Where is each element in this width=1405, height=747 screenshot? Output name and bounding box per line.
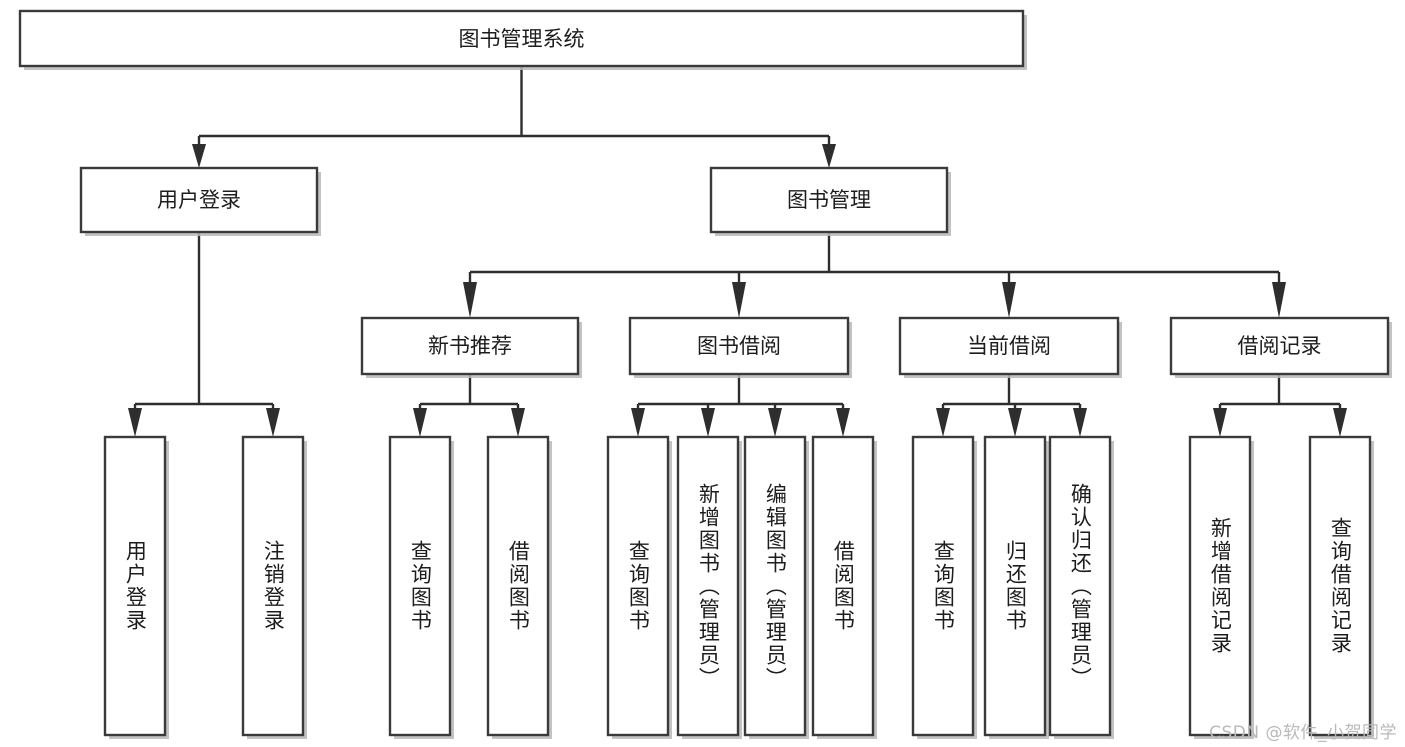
node-book-manage-label: 图书管理 xyxy=(787,188,871,212)
leaf-node-box[interactable] xyxy=(486,435,550,737)
arrow-head-leaf-query-book-3 xyxy=(936,408,950,437)
arrow-head-user-login xyxy=(192,144,206,168)
arrow-head-new-book-rec xyxy=(463,282,477,318)
connector-group-new-book-rec xyxy=(413,374,525,437)
node-current-borrow-label: 当前借阅 xyxy=(967,334,1051,358)
leaf-node-box[interactable] xyxy=(676,435,740,737)
connector-group-user-login xyxy=(128,232,280,437)
node-root[interactable]: 图书管理系统 xyxy=(18,9,1027,70)
watermark-text: CSDN @软件_小贺同学 xyxy=(1209,723,1397,743)
leaf-node-box[interactable] xyxy=(911,435,975,737)
arrow-head-leaf-query-book-1 xyxy=(413,408,427,437)
arrow-head-leaf-return-book xyxy=(1008,408,1022,437)
arrow-head-leaf-borrow-book-1 xyxy=(511,408,525,437)
arrow-head-leaf-query-book-2 xyxy=(631,408,645,437)
node-borrow-record-label: 借阅记录 xyxy=(1238,334,1322,358)
arrow-head-borrow-record xyxy=(1272,282,1286,318)
arrow-head-leaf-edit-book xyxy=(768,408,782,437)
leaf-node[interactable] xyxy=(388,435,454,739)
arrow-head-leaf-logout-login xyxy=(266,408,280,437)
leaf-node[interactable] xyxy=(486,435,552,739)
arrow-head-leaf-user-login xyxy=(128,408,142,437)
arrow-head-book-manage xyxy=(822,144,836,168)
arrow-head-current-borrow xyxy=(1002,282,1016,318)
leaf-node[interactable] xyxy=(1308,435,1374,739)
connector-group-root xyxy=(192,66,836,168)
leaf-box-group xyxy=(103,435,1374,739)
arrow-head-leaf-query-record xyxy=(1333,408,1347,437)
leaf-node-box[interactable] xyxy=(1188,435,1252,737)
leaf-node-box[interactable] xyxy=(388,435,452,737)
leaf-node[interactable] xyxy=(241,435,307,739)
connector-group-book-borrow xyxy=(631,374,850,437)
leaf-node[interactable] xyxy=(606,435,672,739)
connector-group-current-borrow xyxy=(936,374,1087,437)
node-borrow-record[interactable]: 借阅记录 xyxy=(1169,316,1392,378)
leaf-node[interactable] xyxy=(743,435,809,739)
arrow-head-leaf-add-book xyxy=(701,408,715,437)
node-book-borrow-box[interactable] xyxy=(628,316,850,376)
leaf-node-box[interactable] xyxy=(983,435,1047,737)
leaf-node[interactable] xyxy=(103,435,169,739)
leaf-node[interactable] xyxy=(1048,435,1114,739)
leaf-node-box[interactable] xyxy=(811,435,875,737)
leaf-node-box[interactable] xyxy=(103,435,167,737)
node-book-manage-box[interactable] xyxy=(709,166,949,234)
leaf-node[interactable] xyxy=(1188,435,1254,739)
node-book-borrow[interactable]: 图书借阅 xyxy=(628,316,852,378)
node-current-borrow-box[interactable] xyxy=(898,316,1120,376)
leaf-node[interactable] xyxy=(911,435,977,739)
leaf-node-box[interactable] xyxy=(1308,435,1372,737)
leaf-node-box[interactable] xyxy=(241,435,305,737)
node-new-book-rec[interactable]: 新书推荐 xyxy=(360,316,582,378)
node-user-login[interactable]: 用户登录 xyxy=(79,166,321,236)
node-root-label: 图书管理系统 xyxy=(459,27,585,51)
leaf-node-box[interactable] xyxy=(743,435,807,737)
node-user-login-label: 用户登录 xyxy=(157,188,241,212)
node-user-login-box[interactable] xyxy=(79,166,319,234)
node-new-book-rec-box[interactable] xyxy=(360,316,580,376)
node-current-borrow[interactable]: 当前借阅 xyxy=(898,316,1122,378)
leaf-node-box[interactable] xyxy=(606,435,670,737)
arrow-head-leaf-add-record xyxy=(1213,408,1227,437)
arrow-head-book-borrow xyxy=(732,282,746,318)
connector-group-borrow-record xyxy=(1213,374,1347,437)
arrow-head-leaf-confirm-return xyxy=(1073,408,1087,437)
connector-group-book-manage xyxy=(463,232,1286,318)
leaf-node-box[interactable] xyxy=(1048,435,1112,737)
arrow-head-leaf-borrow-book-2 xyxy=(836,408,850,437)
leaf-node[interactable] xyxy=(811,435,877,739)
leaf-node[interactable] xyxy=(676,435,742,739)
node-new-book-rec-label: 新书推荐 xyxy=(428,334,512,358)
node-root-box[interactable] xyxy=(18,9,1025,68)
node-borrow-record-box[interactable] xyxy=(1169,316,1390,376)
leaf-node[interactable] xyxy=(983,435,1049,739)
node-book-borrow-label: 图书借阅 xyxy=(697,334,781,358)
node-book-manage[interactable]: 图书管理 xyxy=(709,166,951,236)
